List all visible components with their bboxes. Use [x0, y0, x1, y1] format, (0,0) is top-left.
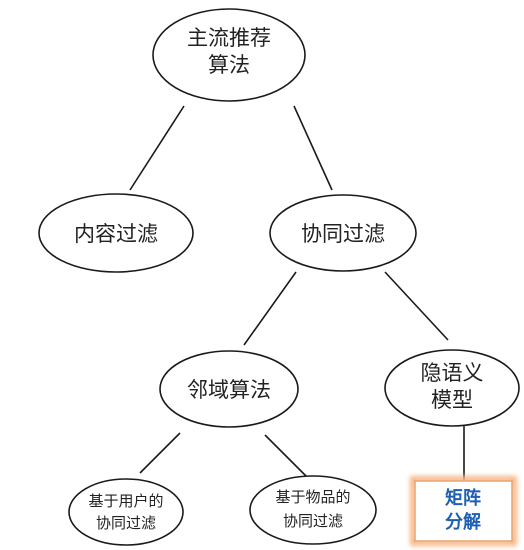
- node-collaborative-filtering: [269, 194, 417, 272]
- node-latent-model: [384, 349, 520, 427]
- node-itemcf-label-line2: 协同过滤: [283, 512, 343, 530]
- node-latent-label-line2: 模型: [431, 388, 473, 412]
- node-root: [152, 8, 306, 102]
- node-neighbor-label: 邻域算法: [187, 378, 271, 402]
- edge-root-content: [129, 105, 185, 191]
- node-matrix-label-line1: 矩阵: [445, 487, 481, 509]
- node-usercf-label-line2: 协同过滤: [96, 514, 156, 532]
- node-latent-label-line1: 隐语义: [421, 361, 484, 385]
- edge-root-collab: [293, 105, 333, 191]
- node-root-label-line1: 主流推荐: [187, 26, 271, 50]
- edge-collab-latent: [384, 271, 449, 341]
- node-root-label-line2: 算法: [208, 53, 250, 77]
- node-collab-label: 协同过滤: [301, 222, 385, 246]
- edge-neighbor-itemcf: [264, 434, 309, 479]
- node-neighborhood: [159, 350, 299, 428]
- node-content-label: 内容过滤: [74, 222, 158, 246]
- edge-collab-neighbor: [243, 271, 297, 346]
- edge-neighbor-usercf: [139, 432, 181, 474]
- node-user-cf: [68, 478, 184, 546]
- node-itemcf-label-line1: 基于物品的: [275, 488, 350, 506]
- node-content-filtering: [38, 193, 194, 273]
- node-item-cf: [249, 475, 377, 545]
- node-matrix-factorization: [414, 480, 513, 542]
- node-matrix-label-line2: 分解: [445, 511, 481, 533]
- node-matrix-glow: [410, 476, 517, 546]
- node-usercf-label-line1: 基于用户的: [88, 492, 163, 510]
